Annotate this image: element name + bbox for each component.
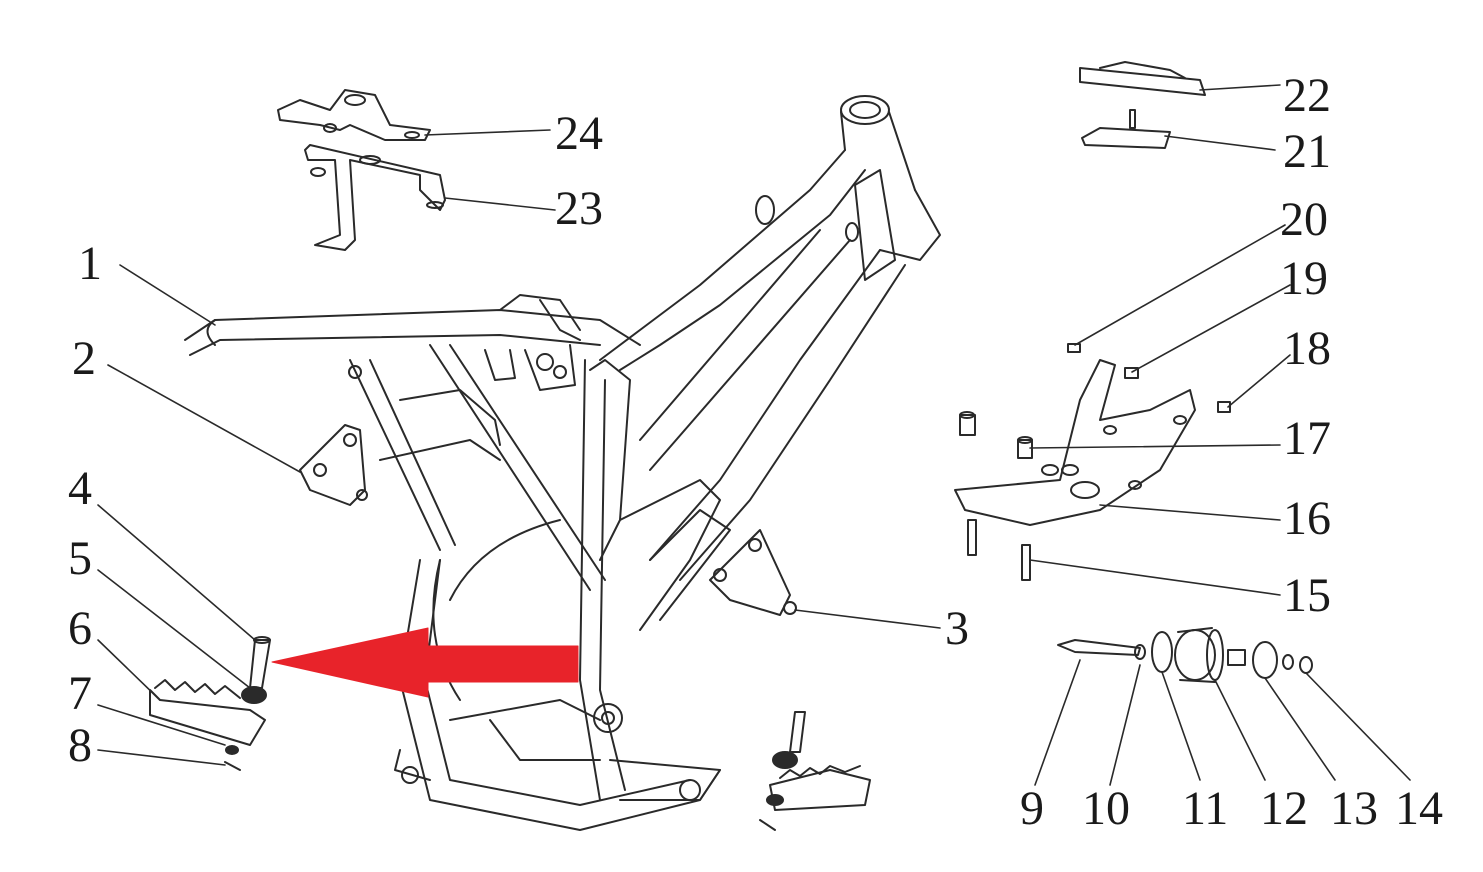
callout-24: 24 — [555, 107, 603, 160]
callout-10: 10 — [1082, 782, 1130, 835]
skid-bushings — [959, 343, 1231, 459]
callout-5: 5 — [68, 532, 92, 585]
leader-lines — [97, 84, 1411, 786]
skid-plate — [954, 359, 1196, 526]
callout-20: 20 — [1280, 193, 1328, 246]
callout-13: 13 — [1330, 782, 1378, 835]
roller-assembly — [1057, 627, 1313, 683]
highlight-arrow — [271, 627, 579, 698]
callout-18: 18 — [1283, 322, 1331, 375]
skid-bolts — [967, 519, 1031, 581]
callout-14: 14 — [1395, 782, 1443, 835]
part-22-plate — [1079, 61, 1206, 96]
callout-19: 19 — [1280, 252, 1328, 305]
callout-3: 3 — [945, 602, 969, 655]
callout-7: 7 — [68, 667, 92, 720]
callout-23: 23 — [555, 182, 603, 235]
bracket-left — [299, 424, 368, 506]
callout-6: 6 — [68, 602, 92, 655]
part-21-plate — [1081, 109, 1171, 149]
callout-4: 4 — [68, 462, 92, 515]
callout-12: 12 — [1260, 782, 1308, 835]
callout-1: 1 — [78, 237, 102, 290]
callout-22: 22 — [1283, 69, 1331, 122]
callout-21: 21 — [1283, 125, 1331, 178]
left-footpeg — [149, 636, 271, 771]
callout-15: 15 — [1283, 569, 1331, 622]
right-footpeg — [759, 711, 871, 831]
callout-11: 11 — [1182, 782, 1229, 835]
callout-9: 9 — [1020, 782, 1044, 835]
callout-17: 17 — [1283, 412, 1331, 465]
callout-8: 8 — [68, 719, 92, 772]
callout-16: 16 — [1283, 492, 1331, 545]
top-bracket-23 — [304, 144, 446, 251]
bracket-right — [709, 529, 797, 616]
main-frame — [184, 95, 941, 831]
callout-2: 2 — [72, 332, 96, 385]
top-bracket-24 — [277, 89, 431, 141]
